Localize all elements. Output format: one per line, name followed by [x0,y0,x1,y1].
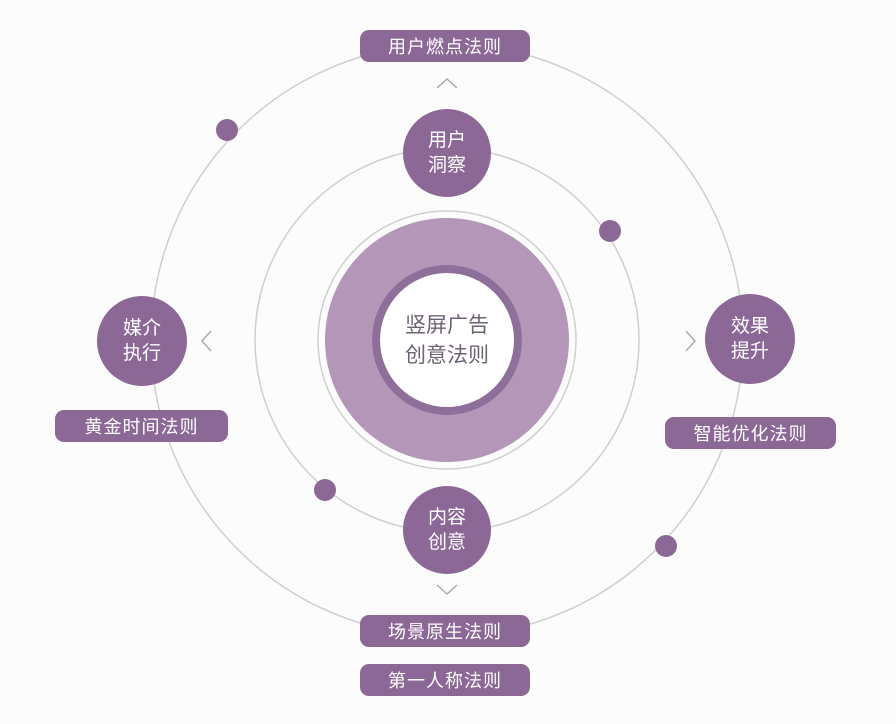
chevron-up-icon [436,77,458,89]
center-line2: 创意法则 [405,343,489,367]
node-line: 执行 [122,342,161,364]
node-effect-boost: 效果提升 [705,294,795,384]
orbit-dot [655,535,677,557]
label-scene-native-rule: 场景原生法则 [360,615,530,647]
node-line: 创意 [427,531,466,553]
label-user-spark-rule: 用户燃点法则 [360,30,530,62]
label-first-person-rule: 第一人称法则 [360,664,530,696]
node-line: 媒介 [122,317,161,339]
inner-orbit [317,210,577,470]
node-content-creative: 内容创意 [403,486,491,574]
orbit-dot [599,220,621,242]
node-line: 提升 [730,340,769,362]
center-line1: 竖屏广告 [405,313,489,337]
node-line: 洞察 [427,154,466,176]
chevron-down-icon [436,584,458,596]
node-line: 用户 [427,129,466,151]
center-title: 竖屏广告 创意法则 [377,310,517,370]
node-user-insight: 用户洞察 [403,109,491,197]
node-line: 内容 [427,506,466,528]
orbit-dot [314,479,336,501]
chevron-right-icon [685,330,697,352]
node-media-execution: 媒介执行 [97,296,187,386]
core-center [380,273,514,407]
orbit-dot [216,119,238,141]
node-line: 效果 [730,315,769,337]
label-golden-time-rule: 黄金时间法则 [55,410,228,442]
chevron-left-icon [200,330,212,352]
label-smart-optimize-rule: 智能优化法则 [665,417,836,449]
